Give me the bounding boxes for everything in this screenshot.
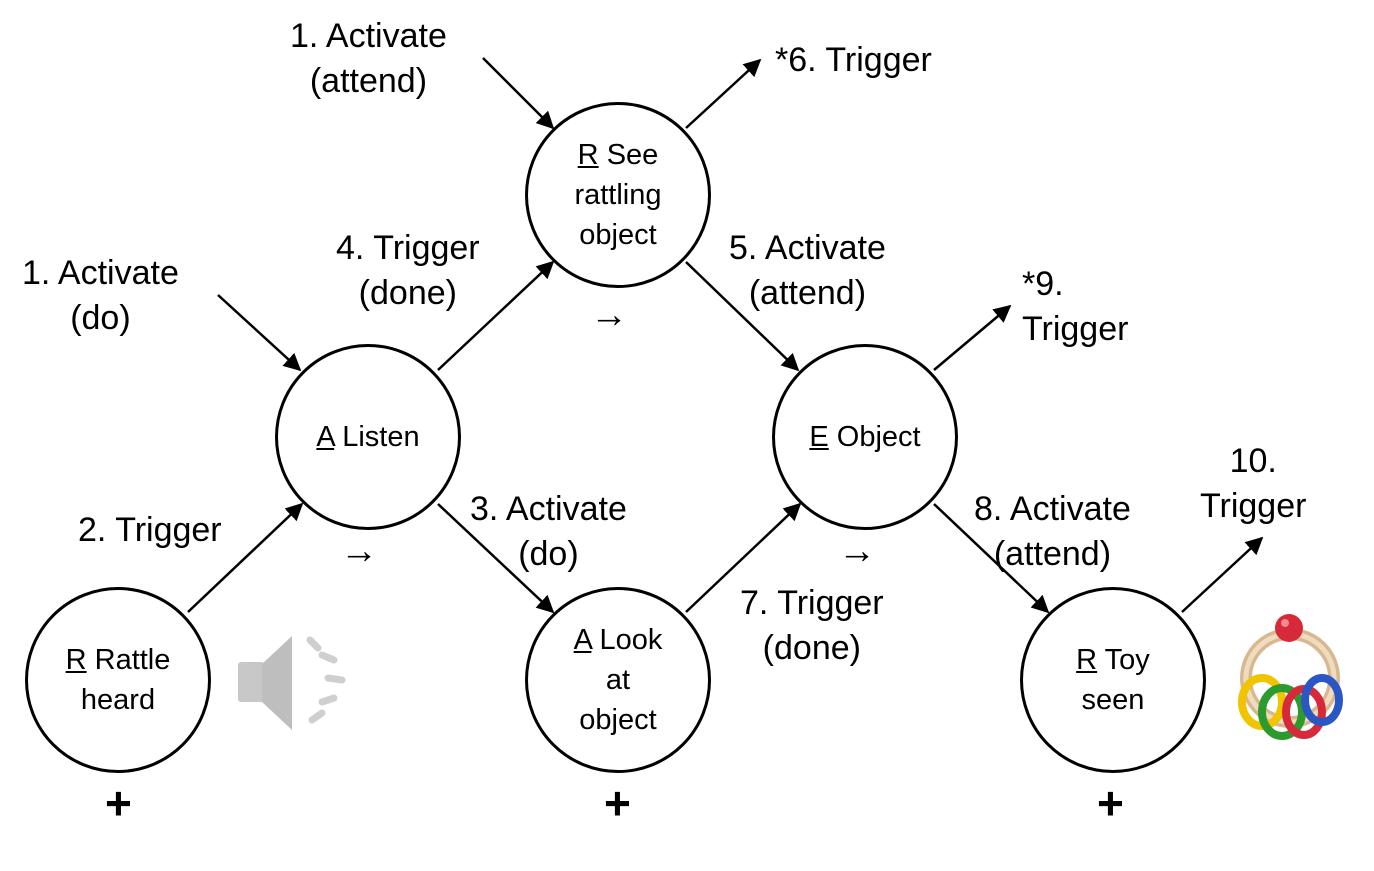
sequence-arrow: → [838,530,876,572]
sequence-arrow: → [590,294,628,336]
node-tag: R [1076,644,1098,676]
node-label: Object [836,421,921,453]
label-trigger-9: *9. Trigger [1022,265,1129,348]
node-object: E Object [772,344,958,530]
node-look-at-object: A Look at object [525,587,711,773]
node-label: See [606,139,659,171]
node-label: Listen [342,421,420,453]
node-tag: R [577,139,599,171]
node-rattle-heard: R Rattle heard [25,587,211,773]
label-activate-attend-5: 5. Activate (attend) [729,229,886,312]
arrow-activate-do-to-listen [217,294,302,372]
arrow-toy-trigger-out [1181,536,1264,613]
arrow-rattle-to-listen [187,502,304,613]
node-see-rattling-object: R See rattling object [525,102,711,288]
arrow-see-to-object [685,261,800,372]
label-trigger-10: 10. Trigger [1200,442,1307,525]
node-tag: A [573,624,592,656]
arrow-object-to-toy [933,503,1050,614]
node-label: Rattle [94,644,171,676]
label-activate-attend-1: 1. Activate (attend) [290,17,447,100]
node-listen: A Listen [275,344,461,530]
node-label-rest: seen [1081,684,1145,716]
plus-sign: + [604,777,631,829]
arrow-listen-to-see [437,260,555,371]
node-label-rest: rattling object [574,179,662,251]
node-label: Look [599,624,663,656]
label-activate-do-3: 3. Activate (do) [470,490,627,573]
plus-sign: + [1097,777,1124,829]
plus-sign: + [105,777,132,829]
sequence-arrow: → [340,530,378,572]
label-trigger-6: *6. Trigger [775,41,932,79]
arrow-object-trigger-out [933,304,1012,371]
node-tag: A [316,421,335,453]
node-label-rest: at object [579,664,657,736]
node-label-rest: heard [80,684,156,716]
label-trigger-done-7: 7. Trigger (done) [740,584,884,667]
label-trigger-done-4: 4. Trigger (done) [336,229,480,312]
node-tag: E [809,421,829,453]
node-tag: R [65,644,87,676]
label-activate-do-1: 1. Activate (do) [22,254,179,337]
node-label: Toy [1104,644,1150,676]
label-trigger-2: 2. Trigger [78,511,222,549]
node-toy-seen: R Toy seen [1020,587,1206,773]
label-activate-attend-8: 8. Activate (attend) [974,490,1131,573]
arrow-activate-attend-to-see [482,57,555,130]
arrow-look-to-object [685,502,802,613]
arrow-listen-to-look [437,503,555,614]
arrow-see-trigger-out [685,58,762,129]
